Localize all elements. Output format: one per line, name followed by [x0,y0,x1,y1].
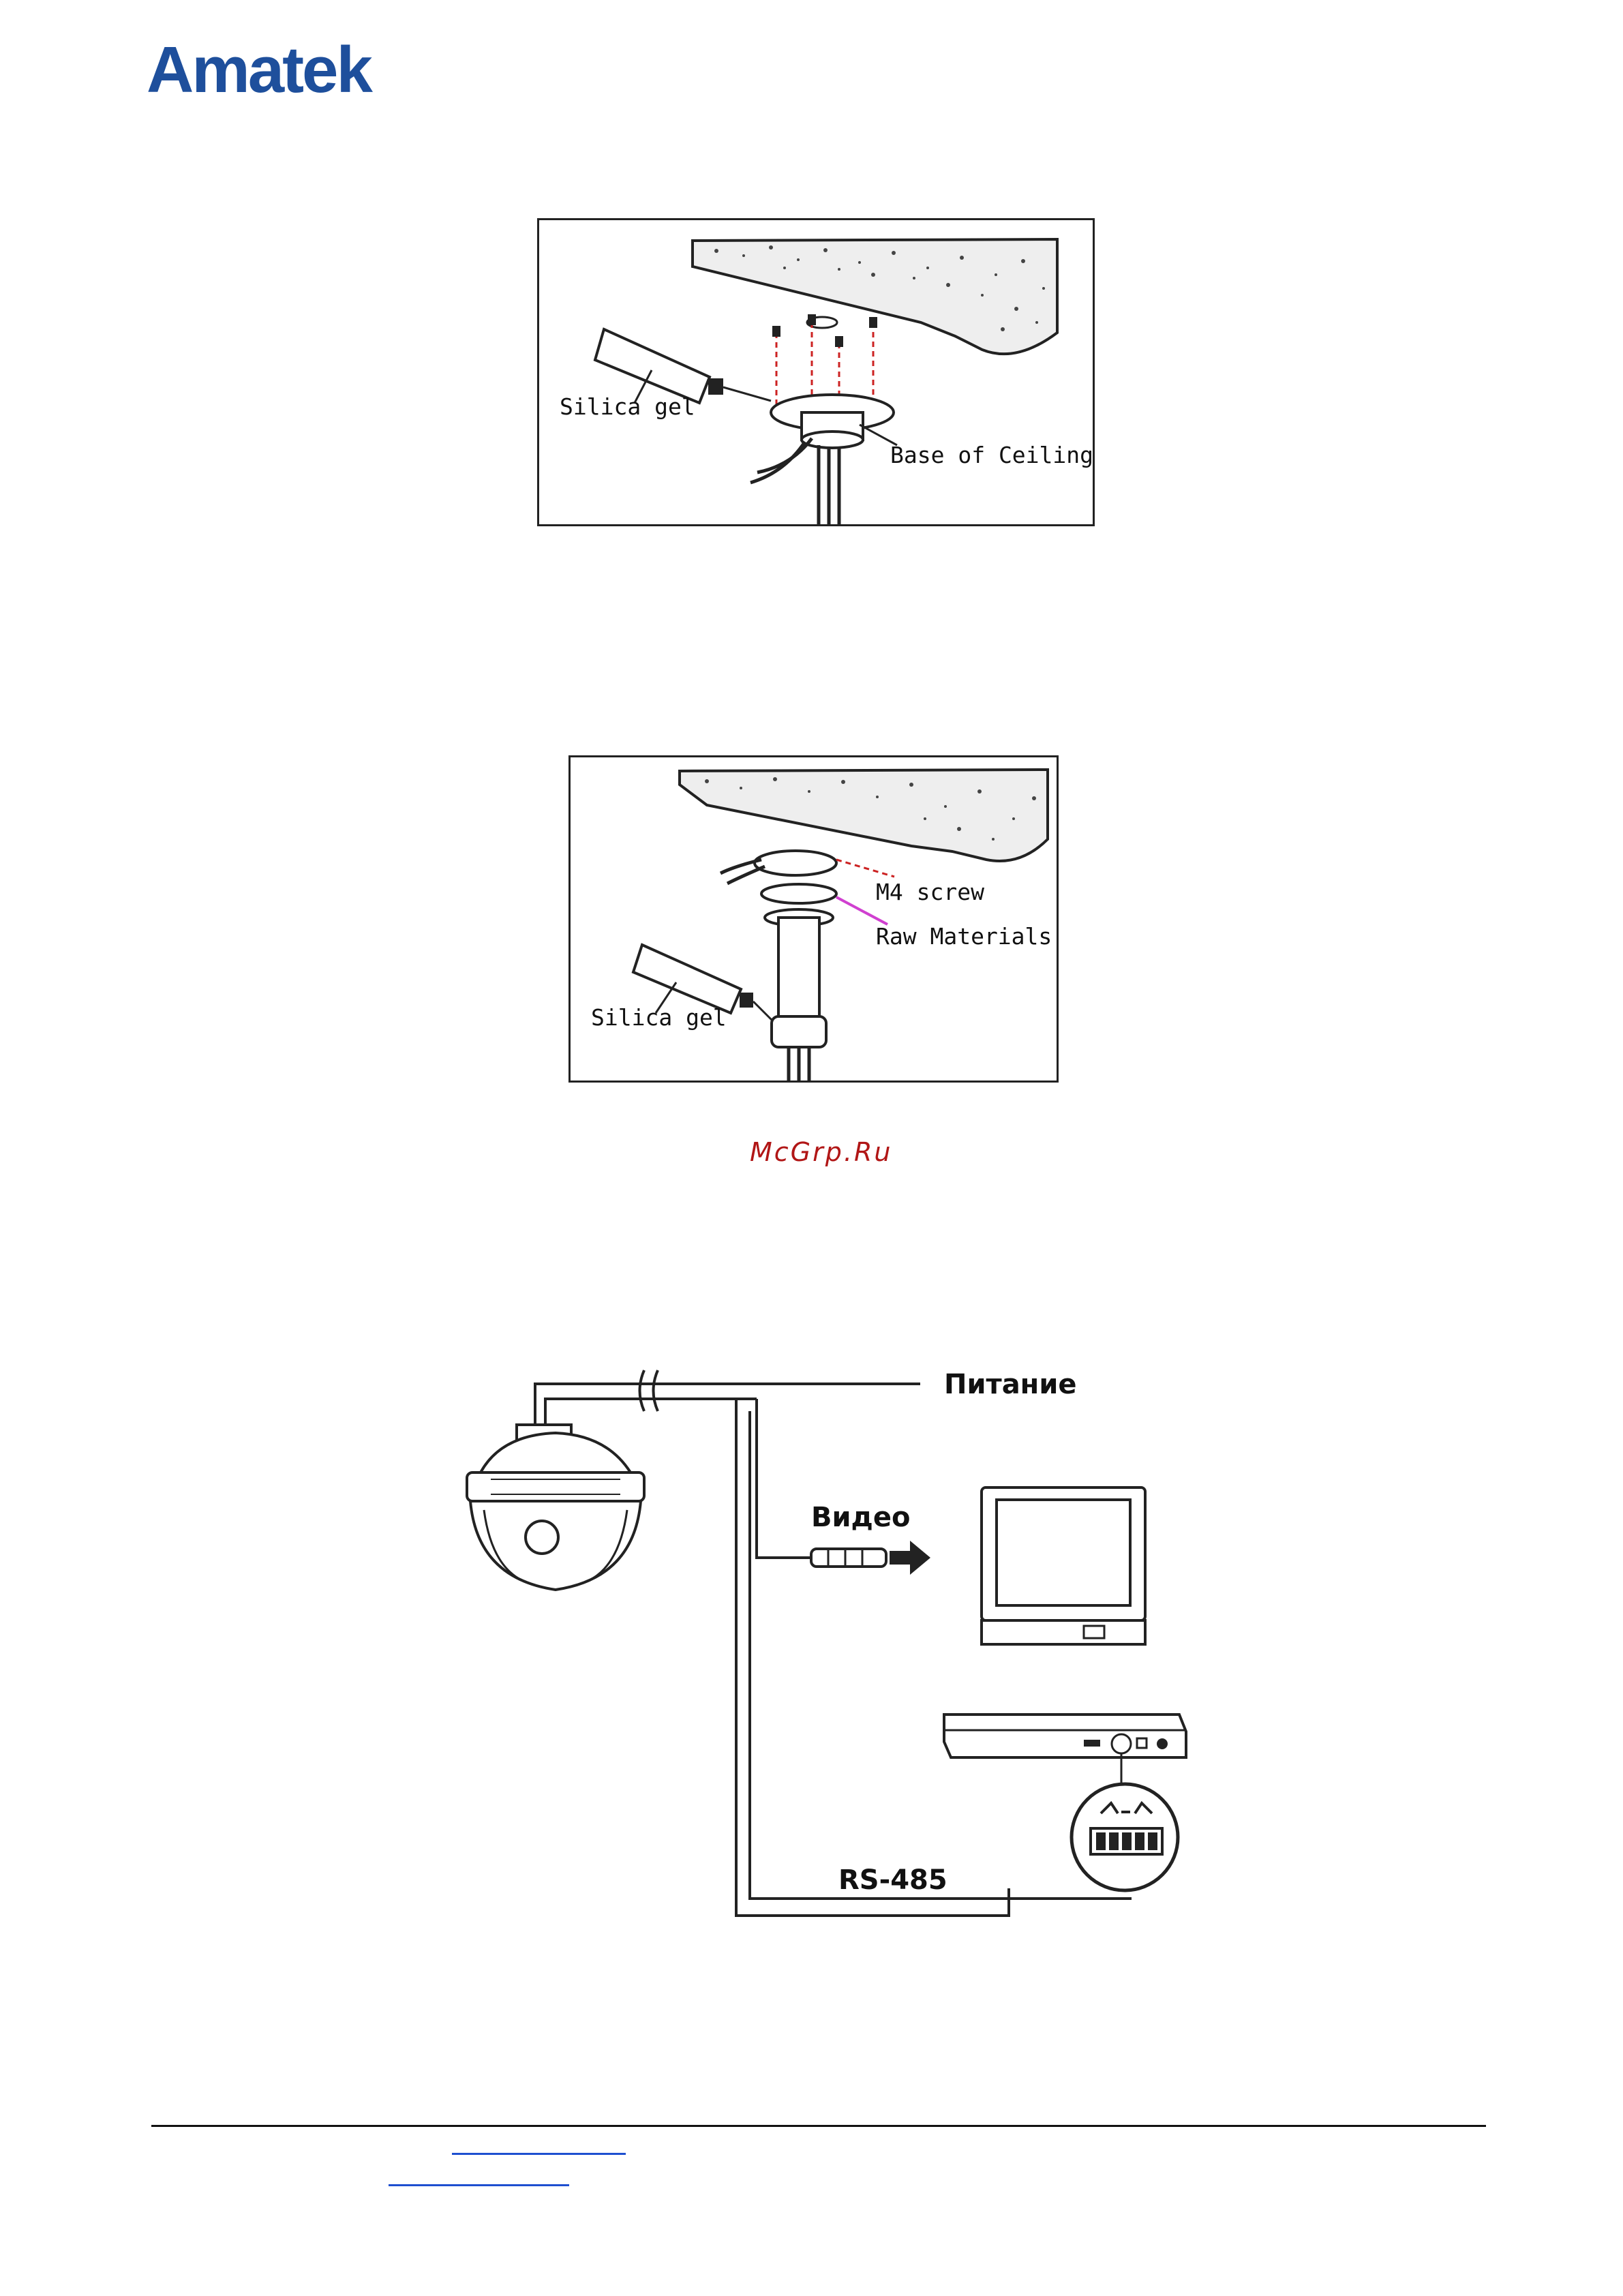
footer-divider [151,2125,1486,2127]
wiring-diagram: Питание Видео RS-485 [436,1343,1200,1943]
base-of-ceiling-label: Base of Ceiling [890,442,1093,468]
ceiling-base-drawing [539,220,1093,524]
m4-screw-label: M4 screw [876,879,984,905]
amatek-logo: Amatek [147,33,371,108]
figure-ceiling-base: Silica gel Base of Ceiling [537,218,1095,526]
wiring-drawing [436,1343,1200,1943]
silica-gel-label-2: Silica gel [591,1004,727,1031]
pendant-mount-drawing [571,757,1057,1081]
footer-link-2[interactable] [389,2184,569,2186]
video-label: Видео [811,1502,910,1533]
rs485-label: RS-485 [838,1864,947,1896]
raw-materials-label: Raw Materials [876,923,1052,950]
silica-gel-label: Silica gel [560,393,695,420]
footer-link-1[interactable] [452,2153,626,2155]
power-label: Питание [944,1369,1076,1400]
figure-pendant-mount: M4 screw Raw Materials Silica gel [568,755,1059,1083]
watermark: McGrp.Ru [750,1137,892,1167]
